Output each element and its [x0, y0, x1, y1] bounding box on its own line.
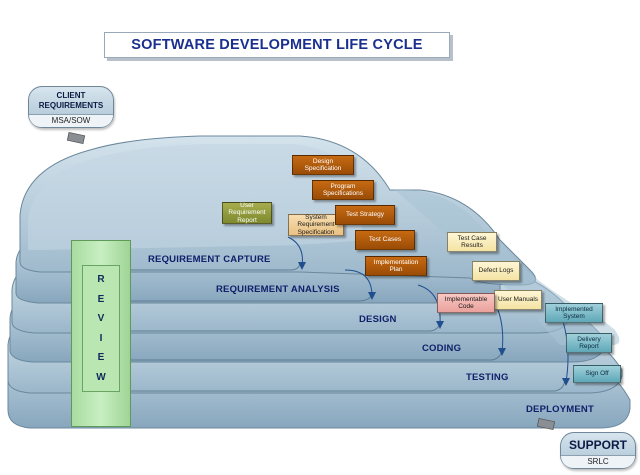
phase-requirement-capture: REQUIREMENT CAPTURE [148, 254, 271, 265]
doc-defect-logs: Defect Logs [472, 261, 520, 281]
arrow-design-to-coding [417, 284, 441, 326]
doc-test-cases: Test Cases [355, 230, 415, 250]
phase-requirement-analysis: REQUIREMENT ANALYSIS [216, 284, 340, 295]
review-letter: R [97, 274, 105, 286]
connector-block-top [66, 131, 86, 145]
review-label: R E V I E W [82, 265, 120, 392]
doc-design-specification: Design Specification [292, 155, 354, 175]
review-letter: E [97, 352, 105, 364]
phase-design: DESIGN [359, 314, 397, 325]
top-surface [28, 144, 362, 250]
doc-implementation-plan: Implementation Plan [365, 256, 427, 276]
phase-deployment: DEPLOYMENT [526, 404, 594, 415]
arrowhead [562, 378, 570, 386]
doc-test-case-results: Test Case Results [447, 232, 497, 252]
doc-sign-off: Sign Off [573, 365, 621, 383]
doc-user-manuals: User Manuals [494, 290, 542, 310]
review-letter: I [99, 332, 103, 344]
doc-system-requirement-specification: System Requirement Specification [288, 214, 344, 236]
doc-implementable-code: Implementable Code [437, 293, 495, 313]
client-requirements-box: CLIENT REQUIREMENTS MSA/SOW [28, 86, 114, 128]
arrowhead [498, 348, 506, 356]
doc-user-requirement-report: User Requirement Report [222, 202, 272, 224]
client-line1: CLIENT [56, 91, 86, 100]
arrowhead [436, 321, 444, 329]
review-letter: W [96, 371, 106, 383]
client-sub: MSA/SOW [29, 114, 113, 127]
support-label: SUPPORT [568, 438, 627, 452]
doc-program-specifications: Program Specifications [312, 180, 374, 200]
review-letter: E [97, 293, 105, 305]
support-box: SUPPORT SRLC [560, 432, 636, 469]
arrowhead [368, 292, 376, 300]
page-title: SOFTWARE DEVELOPMENT LIFE CYCLE [104, 32, 450, 58]
phase-testing: TESTING [466, 372, 509, 383]
connector-block-bottom [536, 417, 556, 431]
doc-implemented-system: Implemented System [545, 303, 603, 323]
support-sub: SRLC [561, 455, 635, 468]
phase-coding: CODING [422, 343, 462, 354]
arrow-analysis-to-design [344, 269, 373, 297]
doc-delivery-report: Delivery Report [566, 333, 612, 353]
review-letter: V [97, 313, 105, 325]
doc-test-strategy: Test Strategy [335, 205, 395, 225]
arrowhead [298, 262, 306, 270]
client-line2: REQUIREMENTS [38, 101, 104, 110]
